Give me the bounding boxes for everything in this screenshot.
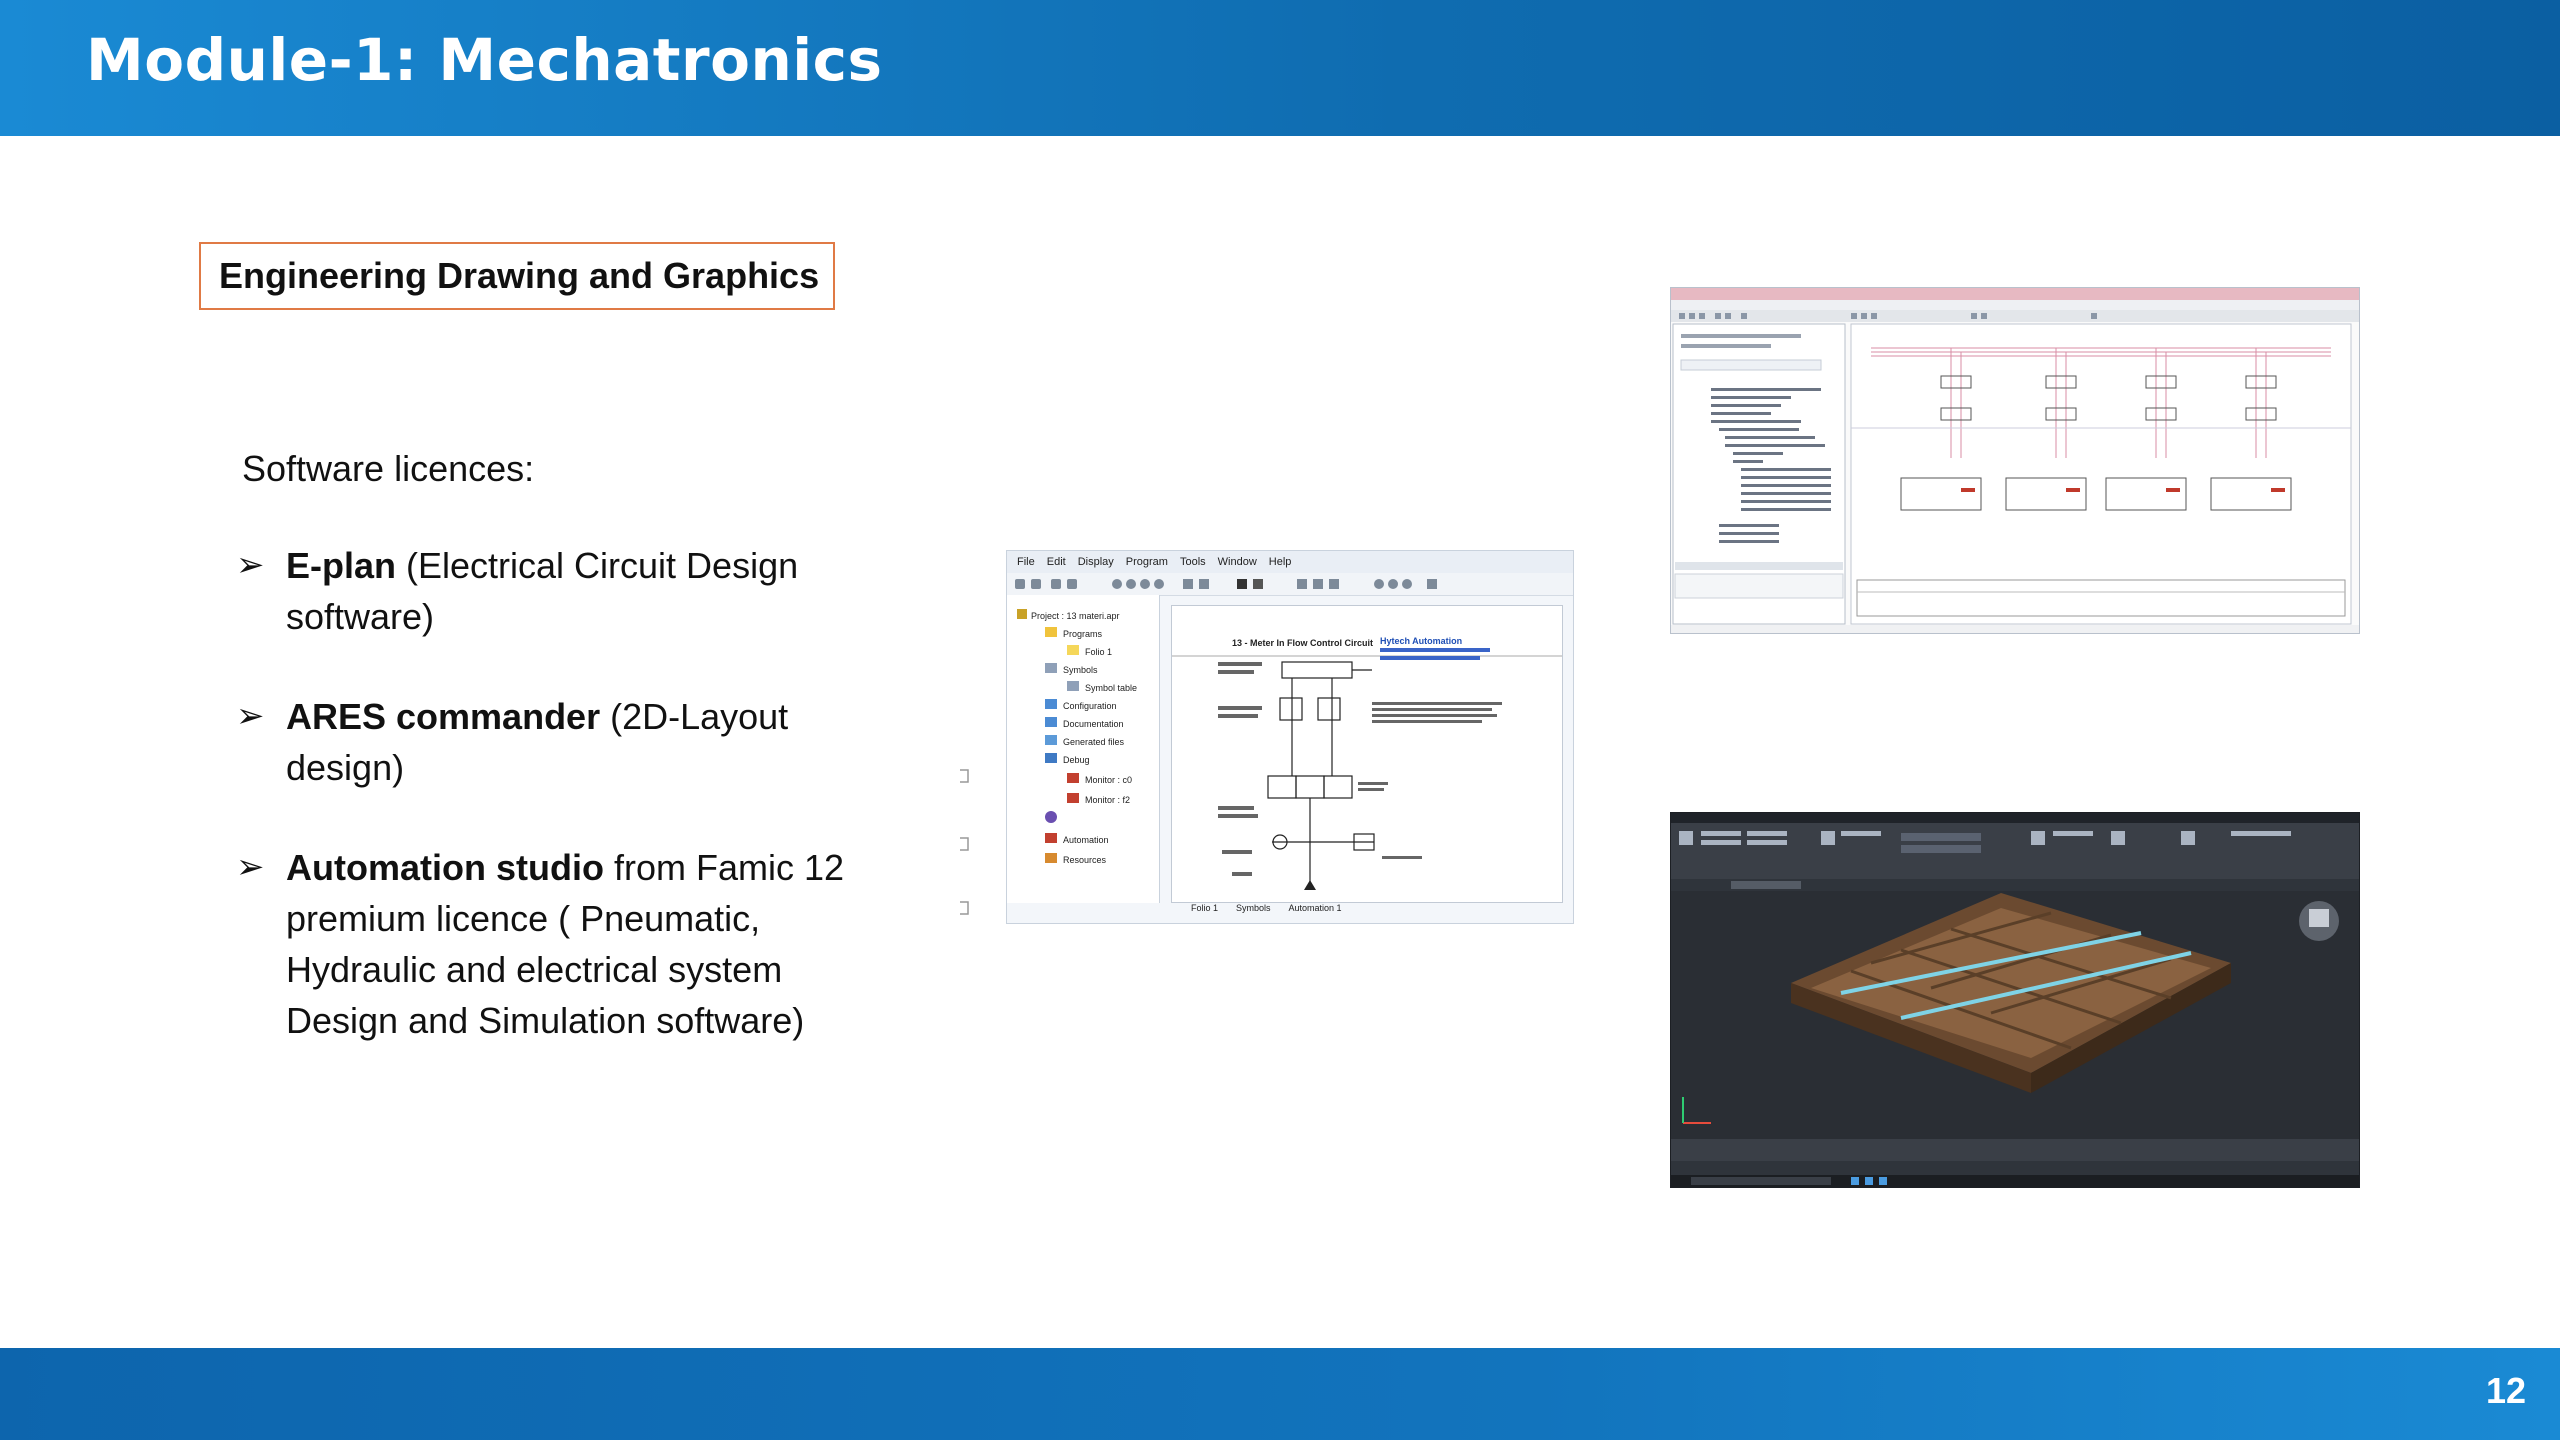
- menu-item: Help: [1268, 556, 1292, 568]
- tree-item: Configuration: [1063, 701, 1117, 711]
- list-item-text: Automation studio from Famic 12 premium …: [286, 842, 896, 1046]
- list-item: ➢ E-plan (Electrical Circuit Design soft…: [236, 540, 896, 642]
- tree-item: Debug: [1063, 755, 1090, 765]
- tab-automation: Automation 1: [1288, 903, 1342, 913]
- tree-item: Folio 1: [1085, 647, 1113, 657]
- list-item: ➢ ARES commander (2D-Layout design): [236, 691, 896, 793]
- toolbar-icons: [1015, 579, 1437, 589]
- tree-item: Symbols: [1063, 665, 1098, 675]
- licences-heading: Software licences:: [242, 448, 535, 489]
- software-name: Automation studio: [286, 847, 604, 888]
- eplan-window-art: [1671, 288, 2359, 633]
- licence-list: ➢ E-plan (Electrical Circuit Design soft…: [236, 540, 896, 1095]
- header-bar: Module-1: Mechatronics: [0, 0, 2560, 136]
- menu-item: Program: [1125, 556, 1168, 568]
- eplan-screenshot: [1670, 287, 2360, 634]
- list-item: ➢ Automation studio from Famic 12 premiu…: [236, 842, 896, 1046]
- project-tree-panel: Project : 13 materi.apr Programs Folio 1…: [1007, 595, 1160, 903]
- tree-item: Monitor : c0: [1085, 775, 1133, 785]
- ares-commander-screenshot: [1670, 812, 2360, 1188]
- tree-item: Symbol table: [1085, 683, 1138, 693]
- menu-bar: File Edit Display Program Tools Window H…: [1007, 551, 1573, 574]
- list-item-text: ARES commander (2D-Layout design): [286, 691, 896, 793]
- tab-symbols: Symbols: [1236, 903, 1271, 913]
- arrow-bullet-icon: ➢: [236, 697, 265, 735]
- footer-bar: 12: [0, 1348, 2560, 1440]
- tree-item: Programs: [1063, 629, 1103, 639]
- software-name: ARES commander: [286, 696, 601, 737]
- tab-folio: Folio 1: [1191, 903, 1219, 913]
- tree-icons: [1017, 609, 1079, 863]
- tree-item: Project : 13 materi.apr: [1031, 611, 1120, 621]
- circuit-symbols: [1172, 648, 1562, 890]
- page-number: 12: [2485, 1370, 2526, 1411]
- bottom-tabs: Folio 1 Symbols Automation 1: [1171, 903, 1573, 917]
- software-name: E-plan: [286, 545, 397, 586]
- menu-item: Window: [1217, 556, 1257, 568]
- arrow-bullet-icon: ➢: [236, 546, 265, 584]
- software-description: (Electrical Circuit Design software): [286, 545, 799, 637]
- menu-item: File: [1017, 556, 1035, 568]
- section-heading-box: Engineering Drawing and Graphics: [199, 242, 835, 310]
- circuit-diagram-panel: 13 - Meter In Flow Control Circuit Hytec…: [1171, 605, 1563, 903]
- tree-item: Generated files: [1063, 737, 1125, 747]
- diagram-title: 13 - Meter In Flow Control Circuit: [1232, 638, 1374, 648]
- arrow-bullet-icon: ➢: [236, 848, 265, 886]
- software-description: (2D-Layout design): [286, 696, 789, 788]
- tree-item: Monitor : f2: [1085, 795, 1131, 805]
- tree-item: Automation: [1063, 835, 1109, 845]
- menu-item: Tools: [1179, 556, 1206, 568]
- software-description: from Famic 12 premium licence ( Pneumati…: [286, 847, 844, 1041]
- tree-item: Documentation: [1063, 719, 1124, 729]
- automation-studio-screenshot: File Edit Display Program Tools Window H…: [1006, 550, 1574, 924]
- company-name: Hytech Automation: [1380, 636, 1463, 646]
- slide-title: Module-1: Mechatronics: [86, 26, 883, 94]
- menu-item: Display: [1077, 556, 1114, 568]
- menu-item: Edit: [1046, 556, 1066, 568]
- toolbar: [1007, 573, 1573, 596]
- list-item-text: E-plan (Electrical Circuit Design softwa…: [286, 540, 896, 642]
- tree-item: Resources: [1063, 855, 1107, 865]
- crop-marks: [960, 769, 969, 915]
- section-heading: Engineering Drawing and Graphics: [219, 255, 820, 296]
- cad-window-art: [1671, 813, 2359, 1187]
